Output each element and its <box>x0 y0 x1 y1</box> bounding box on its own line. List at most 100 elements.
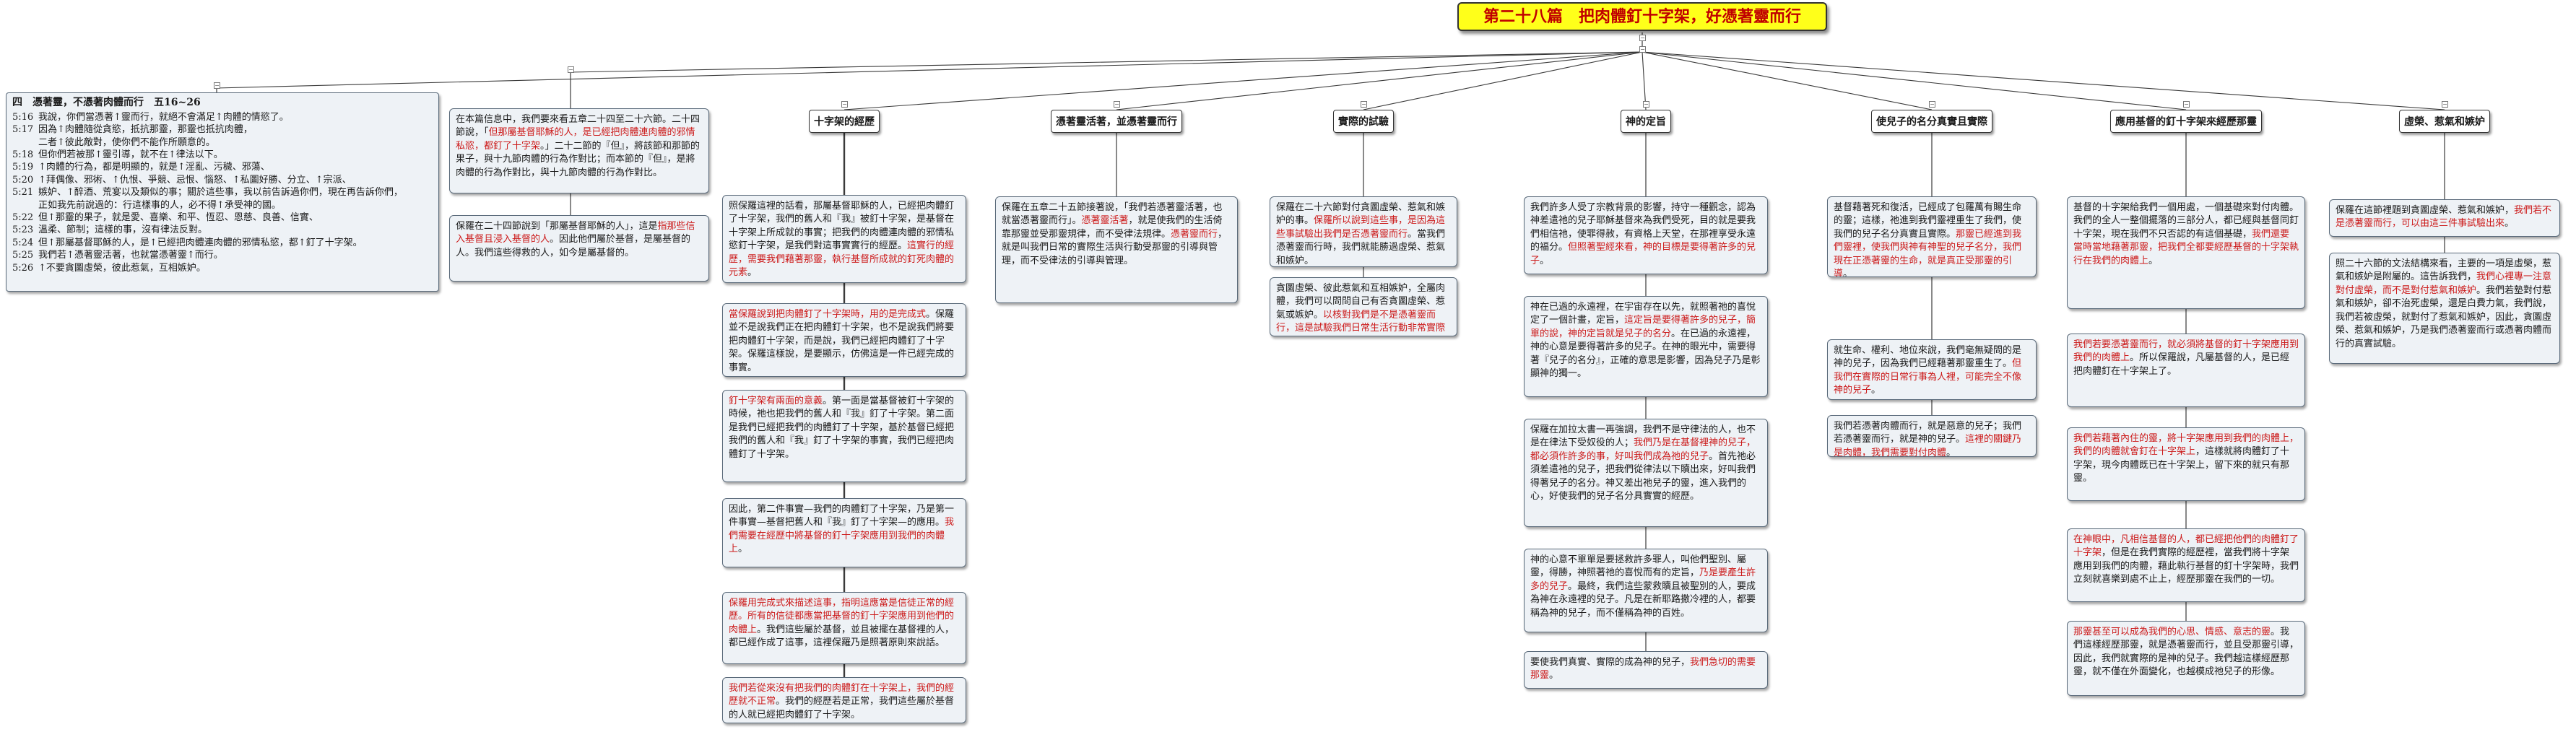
connector-line <box>1363 51 1643 110</box>
collapse-toggle-icon[interactable]: − <box>1361 101 1367 108</box>
verse-ref: 5:22 <box>12 212 34 223</box>
branch-note[interactable]: 就生命、權利、地位來說，我們毫無疑問的是神的兒子，因為我們已經藉著那靈重生了。但… <box>1827 339 2037 400</box>
branch-heading[interactable]: 應用基督的釘十字架來經歷那靈 <box>2110 110 2262 133</box>
body-text: 。保羅並不是說我們正在把肉體釘十字架，也不是說我們將要把肉體釘十字架，而是說，我… <box>729 309 955 373</box>
branch-heading[interactable]: 十字架的經歷 <box>809 110 880 133</box>
highlight-text: 我們還要當時當地藉著那靈，把我們全都要經歷基督的十字架執行在我們的肉體上 <box>2073 228 2299 266</box>
branch-heading[interactable]: 使兒子的名分真實且實際 <box>1871 110 1992 133</box>
highlight-text: 憑著靈而行 <box>1171 228 1218 240</box>
highlight-text: 我們若要憑著靈而行，就必須將基督的釘十字架應用到我們的肉體上 <box>2073 339 2299 364</box>
verse-row: 5:18 但你們若被那↑靈引導，就不在↑律法以下。 <box>12 149 433 161</box>
verse-text: 但↑那屬基督耶穌的人，是↑已經把肉體連肉體的邪情私慾，都↑釘了十字架。 <box>38 237 363 248</box>
highlight-text: 我們需要在經歷中將基督的釘十字架應用到我們的肉體上 <box>729 517 955 555</box>
verse-row: 正如我先前說過的：行這樣事的人，必不得↑承受神的國。 <box>12 199 433 212</box>
body-text: 就生命、權利、地位來說，我們毫無疑問的是神的兒子，因為我們已經藉著那靈重生了。 <box>1834 345 2022 370</box>
branch-note[interactable]: 在神眼中，凡相信基督的人，都已經把他們的肉體釘了十字架，但是在我們實際的經歷裡，… <box>2067 528 2305 602</box>
collapse-toggle-icon[interactable]: − <box>1643 101 1649 108</box>
highlight-text: 釘十字架有兩面的意義 <box>729 396 823 406</box>
body-text: 。最終，我們這些蒙救贖且被聖別的人，要成為神在永遠裡的兒子。凡是在新耶路撒冷裡的… <box>1530 580 1756 619</box>
highlight-text: 保羅用完成式來描述這事，指明這應當是信徒正常的經歷。所有的信徒都應當把基督的釘十… <box>729 598 955 635</box>
body-text: 照二十六節的文法結構來看，主要的一項是虛榮，惹氣和嫉妒是附屬的。這告訴我們， <box>2336 258 2552 283</box>
body-text: 。 <box>1843 269 1853 277</box>
body-text: 神在已過的永遠裡，在宇宙存在以先，就照著祂的喜悅定了一個計畫，定旨， <box>1530 302 1756 326</box>
branch-note[interactable]: 基督的十字架給我們一個用處，一個基礎來對付肉體。我們的全人一整個擺落的三部分人，… <box>2067 196 2305 309</box>
body-text: 。 <box>2505 218 2515 230</box>
branch-note[interactable]: 基督藉著死和復活，已經成了包羅萬有賜生命的靈；這樣，祂進到我們靈裡重生了我們，使… <box>1827 196 2037 277</box>
branch-note[interactable]: 釘十字架有兩面的意義。第一面是當基督被釘十字架的時候，祂也把我們的舊人和『我』釘… <box>722 390 966 482</box>
connector-line <box>1642 51 2445 110</box>
body-text: 保羅在加拉太書一再強調，我們不是守律法的人，也不是在律法下受奴役的人； <box>1530 424 1756 449</box>
branch-note[interactable]: 貪圖虛榮、彼此惹氣和互相嫉妒，全屬肉體，我們可以問問自己有否貪圖虛榮、惹氣或嫉妒… <box>1270 277 1457 336</box>
collapse-toggle-icon[interactable]: − <box>1639 35 1646 41</box>
verse-row: 5:26↑不要貪圖虛榮，彼此惹氣，互相嫉妒。 <box>12 262 433 274</box>
highlight-text: 在神眼中，凡相信基督的人，都已經把他們的肉體釘了十字架 <box>2073 534 2299 559</box>
verse-ref: 5:17 <box>12 124 34 136</box>
branch-note[interactable]: 保羅在加拉太書一再強調，我們不是守律法的人，也不是在律法下受奴役的人；我們乃是在… <box>1524 419 1768 527</box>
highlight-text: 那靈甚至可以成為我們的心思、情感、意志的靈 <box>2073 627 2271 637</box>
highlight-text: 憑著靈活著 <box>1081 215 1129 227</box>
body-text: 。第一面是當基督被釘十字架的時候，祂也把我們的舊人和『我』釘了十字架。第二面是我… <box>729 396 955 460</box>
collapse-toggle-icon[interactable]: − <box>1639 46 1646 53</box>
connector-line <box>1642 51 2187 110</box>
body-text: 。當我們憑著靈而行時，我們就能勝過虛榮、惹氣和嫉妒。 <box>1276 228 1446 266</box>
highlight-text: 我們若不是憑著靈而行，可以由這三件事試驗出來 <box>2336 205 2552 230</box>
branch-note[interactable]: 我們若從來沒有把我們的肉體釘在十字架上，我們的經歷就不正常。我們的經歷若是正常，… <box>722 677 966 723</box>
verse-ref: 5:24 <box>12 237 34 248</box>
highlight-text: 這裡的關鍵乃是肉體，我們需要對付肉體 <box>1834 434 2022 457</box>
intro-note-2[interactable]: 保羅在二十四節說到「那屬基督耶穌的人」，這是指那些信入基督且浸入基督的人。因此他… <box>449 215 709 282</box>
collapse-toggle-icon[interactable]: − <box>2442 101 2448 108</box>
branch-note[interactable]: 神在已過的永遠裡，在宇宙存在以先，就照著祂的喜悅定了一個計畫，定旨，這定旨是要得… <box>1524 296 1768 397</box>
highlight-text: 當保羅說到把肉體釘了十字架時，用的是完成式 <box>729 309 927 320</box>
collapse-toggle-icon[interactable]: − <box>568 66 574 73</box>
body-text: 基督藉著死和復活，已經成了包羅萬有賜生命的靈；這樣，祂進到我們靈裡重生了我們，使… <box>1834 202 2022 240</box>
branch-note[interactable]: 神的心意不單單是要拯救許多罪人，叫他們聖別、屬靈，得勝，神照著祂的喜悅而有的定旨… <box>1524 549 1768 632</box>
body-text: 。我們若墊對付惹氣和嫉妒，卻不治死虛榮，還是白費力氣，我們說，我們若被虛榮，就對… <box>2336 284 2552 349</box>
verse-text: 但你們若被那↑靈引導，就不在↑律法以下。 <box>38 149 223 160</box>
body-text: 。我們的經歷若是正常，我們這些屬於基督的人就已經把肉體釘了十字架。 <box>729 696 955 720</box>
branch-note[interactable]: 那靈甚至可以成為我們的心思、情感、意志的靈。我們這樣經歷那靈，就是憑著靈而行，並… <box>2067 621 2305 696</box>
collapse-toggle-icon[interactable]: − <box>1929 101 1935 108</box>
collapse-toggle-icon[interactable]: − <box>214 82 220 89</box>
branch-heading[interactable]: 虛榮、惹氣和嫉妒 <box>2399 110 2490 133</box>
branch-note[interactable]: 保羅在二十六節對付貪圖虛榮、惹氣和嫉妒的事。保羅所以說到這些事，是因為這些事試驗… <box>1270 196 1457 267</box>
branch-note[interactable]: 因此，第二件事實—我們的肉體釘了十字架，乃是第一件事實—基督把舊人和『我』釘了十… <box>722 498 966 567</box>
verse-ref: 5:18 <box>12 149 34 160</box>
collapse-toggle-icon[interactable]: − <box>2183 101 2190 108</box>
verse-text: 溫柔、節制；這樣的事，沒有律法反對。 <box>38 225 208 236</box>
branch-note[interactable]: 要使我們真實、實際的成為神的兒子，我們急切的需要那靈。 <box>1524 651 1768 689</box>
body-text: 。所以保羅說，凡屬基督的人，是已經把肉體釘在十字架上了。 <box>2073 352 2290 377</box>
root-topic[interactable]: 第二十八篇 把肉體釘十字架，好憑著靈而行 <box>1457 2 1827 31</box>
verse-text: 但↑那靈的果子，就是愛、喜樂、和平、恆忍、恩慈、良善、信實、 <box>38 212 318 223</box>
collapse-toggle-icon[interactable]: − <box>1114 101 1120 108</box>
body-text: 。」二十二節的『但』，將該節和那節的果子，與十九節肉體的行為作對比；而本節的『但… <box>456 140 701 178</box>
connector-line <box>1642 51 1933 110</box>
body-text: ，就是叫我們日常的實際生活與行動受那靈的引導與管理，而不受律法的引導與管理。 <box>1002 228 1228 266</box>
branch-heading[interactable]: 實際的試驗 <box>1333 110 1394 133</box>
branch-note[interactable]: 照保羅這裡的話看，那屬基督耶穌的人，已經把肉體釘了十字架，我們的舊人和『我』被釘… <box>722 195 966 283</box>
branch-note[interactable]: 照二十六節的文法結構來看，主要的一項是虛榮，惹氣和嫉妒是附屬的。這告訴我們，我們… <box>2329 253 2560 364</box>
branch-note[interactable]: 當保羅說到把肉體釘了十字架時，用的是完成式。保羅並不是說我們正在把肉體釘十字架，… <box>722 303 966 377</box>
highlight-text: 我們若從來沒有把我們的肉體釘在十字架上，我們的經歷就不正常 <box>729 683 955 707</box>
branch-heading[interactable]: 神的定旨 <box>1621 110 1671 133</box>
branch-note[interactable]: 我們若憑著肉體而行，就是惡意的兒子；我們若憑著靈而行，就是神的兒子。這裡的關鍵乃… <box>1827 415 2037 457</box>
branch-note[interactable]: 保羅在這節裡題到貪圖虛榮、惹氣和嫉妒，我們若不是憑著靈而行，可以由這三件事試驗出… <box>2329 199 2560 237</box>
body-text: 。 <box>2148 255 2159 266</box>
branch-heading[interactable]: 憑著靈活著，並憑著靈而行 <box>1051 110 1182 133</box>
branch-note[interactable]: 我們若藉著內住的靈，將十字架應用到我們的肉體上，我們的肉體就會釘在十字架上，這樣… <box>2067 427 2305 501</box>
body-text: 。 <box>747 267 758 279</box>
body-text: ，就是使我們的生活倚靠那靈並受那靈規律，而不受律法規律。 <box>1002 215 1223 240</box>
collapse-toggle-icon[interactable]: − <box>841 101 848 108</box>
branch-note[interactable]: 我們許多人受了宗教背景的影響，持守一種觀念，認為神差遣祂的兒子耶穌基督來為我們受… <box>1524 196 1768 274</box>
branch-note[interactable]: 保羅用完成式來描述這事，指明這應當是信徒正常的經歷。所有的信徒都應當把基督的釘十… <box>722 592 966 664</box>
body-text: 貪圖虛榮、彼此惹氣和互相嫉妒，全屬肉體，我們可以問問自己有否貪圖虛榮、惹氣或嫉妒… <box>1276 283 1446 321</box>
verse-text: 我說，你們當憑著↑靈而行，就絕不會滿足↑肉體的情慾了。 <box>38 111 289 123</box>
branch-note[interactable]: 我們若要憑著靈而行，就必須將基督的釘十字架應用到我們的肉體上。所以保羅說，凡屬基… <box>2067 334 2305 407</box>
intro-note-1[interactable]: 在本篇信息中，我們要來看五章二十四至二十六節。二十四節說，「但那屬基督耶穌的人，… <box>449 108 709 193</box>
body-text: 我們許多人受了宗教背景的影響，持守一種觀念，認為神差遣祂的兒子耶穌基督來為我們受… <box>1530 202 1756 253</box>
branch-note[interactable]: 保羅在五章二十五節接著說，「我們若憑著靈活著，也就當憑著靈而行」。憑著靈活著，就… <box>995 196 1238 303</box>
verse-ref: 5:25 <box>12 250 34 261</box>
highlight-text: 我們心裡專一注意對付虛榮，而不是對付惹氣和嫉妒 <box>2336 271 2552 296</box>
